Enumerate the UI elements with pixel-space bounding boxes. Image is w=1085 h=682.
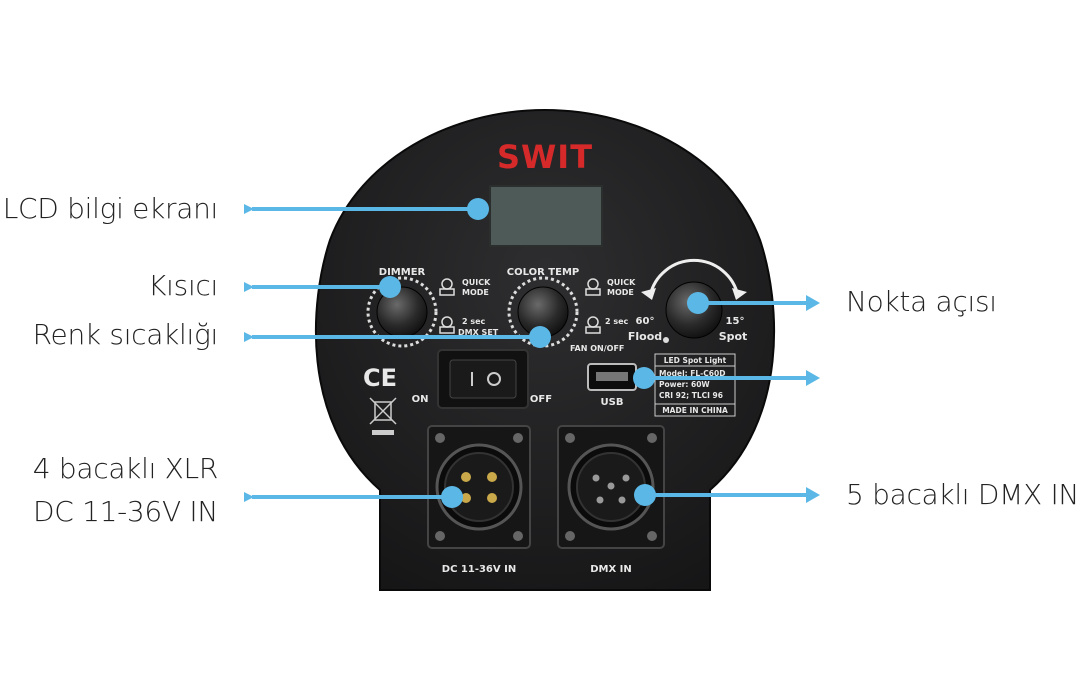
weee-bin-icon xyxy=(369,397,397,435)
rotate-arrow-left-head-icon xyxy=(641,288,656,300)
dmx-set-label: DMX SET xyxy=(458,328,499,337)
callout-color-temp-label: Renk sıcaklığı xyxy=(32,318,219,351)
quick-mode-label-1a: QUICK xyxy=(462,278,491,287)
off-label: OFF xyxy=(530,394,552,405)
callout-xlr-label-line1: 4 bacaklı XLR xyxy=(32,452,219,485)
label-model: Model: FL-C60D xyxy=(659,369,725,378)
color-temp-label: COLOR TEMP xyxy=(507,267,579,278)
dmx-in-label: DMX IN xyxy=(590,564,632,575)
rotate-arrow-right-head-icon xyxy=(732,288,747,300)
dc-in-label: DC 11-36V IN xyxy=(442,564,516,575)
lcd-screen xyxy=(489,185,603,247)
callout-dmx-label: 5 bacaklı DMX IN xyxy=(846,478,1080,511)
spot-label: Spot xyxy=(719,330,748,343)
spot-degree-label: 15° xyxy=(726,316,745,327)
callout-dimmer-arrow xyxy=(244,276,401,298)
xlr-connector[interactable] xyxy=(427,425,531,549)
label-made: MADE IN CHINA xyxy=(662,406,728,415)
usb-port-inner xyxy=(596,372,628,381)
color-temp-knob-ring xyxy=(507,276,579,348)
fan-onoff-label: FAN ON/OFF xyxy=(570,344,624,353)
quick-mode-label-1b: MODE xyxy=(462,288,489,297)
ce-mark: CE xyxy=(363,364,397,392)
callout-dimmer-label: Kısıcı xyxy=(148,269,218,302)
callout-spot-label: Nokta açısı xyxy=(846,285,997,318)
quick-mode-label-2a: QUICK xyxy=(607,278,636,287)
label-power: Power: 60W xyxy=(659,380,710,389)
label-cri: CRI 92; TLCI 96 xyxy=(659,391,723,400)
brand-logo: SWIT xyxy=(497,138,593,176)
callout-color-temp-arrow xyxy=(244,326,551,348)
flood-label: Flood xyxy=(628,330,662,343)
dimmer-knob-ring xyxy=(366,276,438,348)
device-body xyxy=(314,108,776,591)
rotate-arrow-icon xyxy=(648,258,740,297)
callout-xlr-label-line2: DC 11-36V IN xyxy=(32,495,218,528)
two-sec-label-1: 2 sec xyxy=(462,317,486,326)
power-switch[interactable] xyxy=(449,359,517,399)
dimmer-label: DIMMER xyxy=(379,267,426,278)
quick-mode-label-2b: MODE xyxy=(607,288,634,297)
callout-dmx-arrow xyxy=(634,484,820,506)
callout-lcd-arrow xyxy=(244,198,489,220)
callout-usb-arrow xyxy=(633,367,820,389)
flood-degree-label: 60° xyxy=(636,316,655,327)
two-sec-icon-2 xyxy=(585,316,601,334)
callout-lcd-label: LCD bilgi ekranı xyxy=(2,192,219,225)
flood-dot xyxy=(663,337,669,343)
power-off-mark xyxy=(487,372,501,386)
callout-xlr-arrow xyxy=(244,486,463,508)
product-label xyxy=(654,353,736,417)
callout-spot-arrow xyxy=(687,292,820,314)
two-sec-label-2: 2 sec xyxy=(605,317,629,326)
two-sec-icon-1 xyxy=(439,316,455,334)
dmx-connector[interactable] xyxy=(557,425,665,549)
quick-mode-icon-1 xyxy=(439,278,455,296)
label-title: LED Spot Light xyxy=(664,356,727,365)
on-label: ON xyxy=(412,394,429,405)
usb-label: USB xyxy=(601,397,624,408)
quick-mode-icon-2 xyxy=(585,278,601,296)
